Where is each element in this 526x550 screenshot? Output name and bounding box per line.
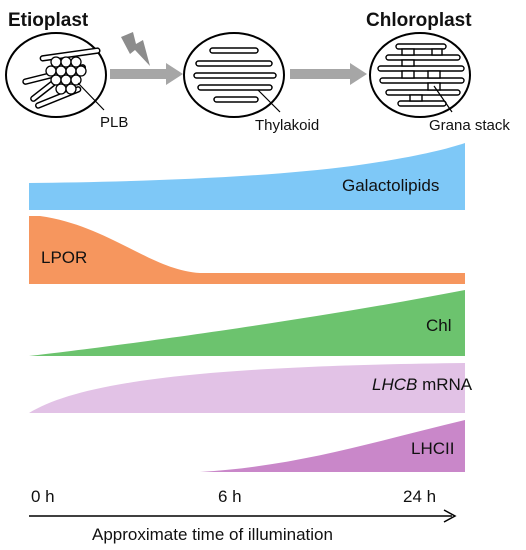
thylakoid-label: Thylakoid (255, 117, 319, 134)
lhcb-gene-name: LHCB (372, 375, 417, 394)
lpor-track (29, 216, 465, 284)
lhcb-mrna-track (29, 363, 465, 413)
grana-stack-label: Grana stack (429, 117, 510, 134)
time-axis-label: Approximate time of illumination (92, 525, 333, 544)
arrow-etioplast-to-thylakoid-icon (110, 63, 183, 85)
chloroplast-diagram (369, 32, 471, 118)
mrna-suffix: mRNA (417, 375, 472, 394)
etioplast-title: Etioplast (8, 10, 89, 31)
lpor-label: LPOR (41, 248, 87, 267)
thylakoid-plastid-diagram (183, 32, 285, 118)
time-24h-label: 24 h (403, 487, 436, 506)
lhcii-label: LHCII (411, 439, 454, 458)
lhcii-track (200, 420, 465, 472)
light-flash-icon (121, 32, 150, 66)
chloroplast-title: Chloroplast (366, 10, 472, 31)
time-6h-label: 6 h (218, 487, 242, 506)
arrow-thylakoid-to-chloroplast-icon (290, 63, 367, 85)
chl-track (29, 290, 465, 356)
time-0h-label: 0 h (31, 487, 55, 506)
plb-label: PLB (100, 114, 128, 131)
time-axis-arrow-icon (29, 509, 457, 523)
galactolipids-label: Galactolipids (342, 176, 439, 195)
chl-label: Chl (426, 316, 452, 335)
galactolipids-track (29, 143, 465, 210)
lhcb-mrna-label: LHCB mRNA (372, 375, 473, 394)
prolamellar-body-icon (45, 56, 87, 95)
etioplast-diagram (5, 32, 107, 118)
